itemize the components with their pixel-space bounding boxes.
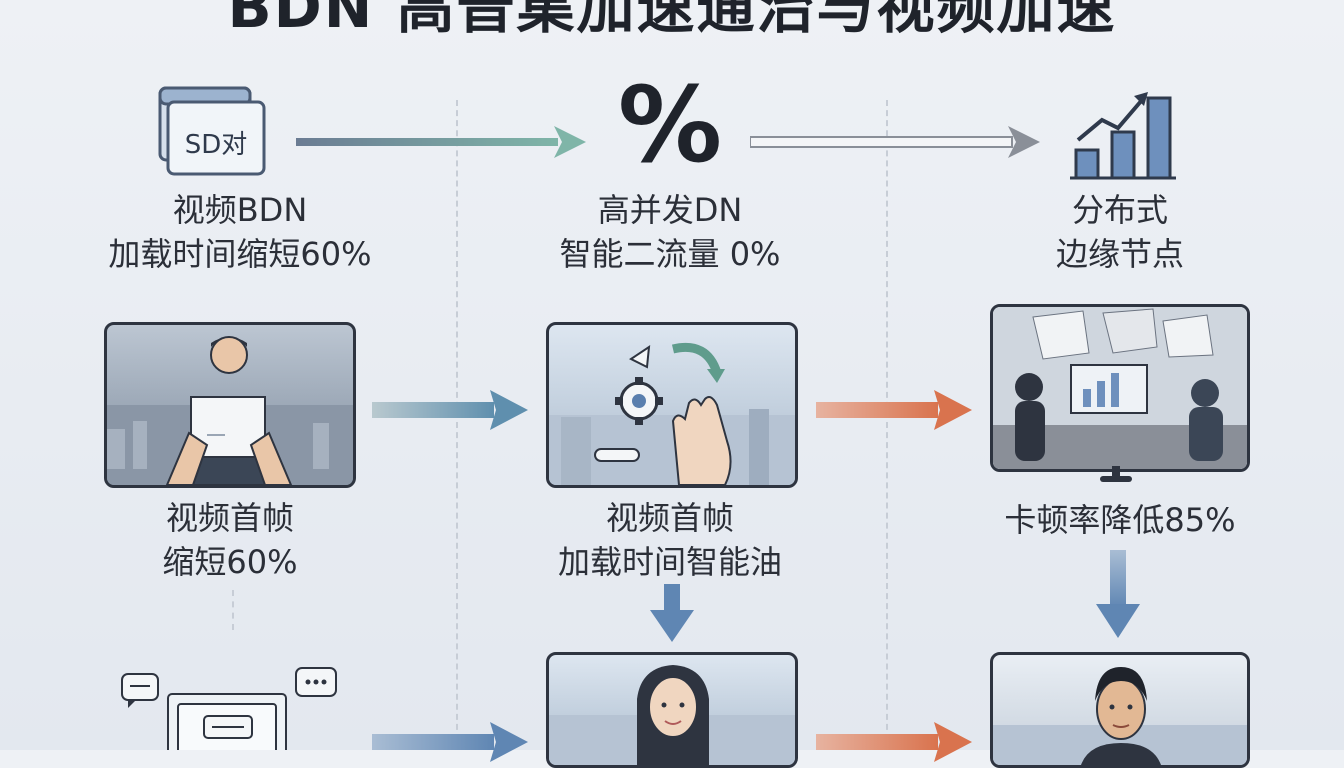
presenter-tablet-image — [104, 322, 356, 488]
node-2-line1: 高并发DN — [597, 191, 743, 229]
arrow-n6-n9 — [1096, 550, 1140, 638]
node-1-line1: 视频BDN — [172, 191, 308, 229]
arrow-n7-n8 — [372, 722, 530, 762]
document-sd-icon: SD对 — [158, 86, 268, 178]
man-portrait-image — [990, 652, 1250, 768]
arrow-n5-n8 — [650, 584, 694, 642]
column-divider-left — [456, 100, 458, 750]
arrow-n8-n9 — [816, 722, 974, 762]
node-3-line1: 分布式 — [1071, 191, 1168, 229]
node-3-label: 分布式 边缘节点 — [1000, 188, 1240, 276]
arrow-n5-n6 — [816, 390, 974, 430]
chat-devices-icon — [120, 664, 340, 750]
node-5-line1: 视频首帧 — [605, 499, 734, 537]
woman-portrait-image — [546, 652, 798, 768]
document-sd-label: SD对 — [184, 130, 248, 160]
page-title: BDN 高普集加速通治与视频加速 — [227, 0, 1117, 41]
node-2-line2: 智能二流量 0% — [559, 235, 781, 273]
office-monitor-image — [990, 304, 1250, 472]
node-4-label: 视频首帧 缩短60% — [90, 496, 370, 584]
node-2-label: 高并发DN 智能二流量 0% — [500, 188, 840, 276]
node-3-line2: 边缘节点 — [1055, 235, 1184, 273]
column-divider-right — [886, 100, 888, 750]
node-1-line2: 加载时间缩短60% — [108, 235, 372, 273]
column-divider-small — [232, 590, 234, 630]
node-4-line1: 视频首帧 — [165, 499, 294, 537]
node-4-line2: 缩短60% — [162, 543, 298, 581]
bar-chart-trend-icon — [1068, 84, 1178, 180]
gesture-gear-image — [546, 322, 798, 488]
percent-icon: % — [617, 64, 723, 186]
monitor-stand — [1096, 466, 1136, 486]
node-1-label: 视频BDN 加载时间缩短60% — [60, 188, 420, 276]
node-5-line2: 加载时间智能油 — [557, 543, 782, 581]
arrow-n4-n5 — [372, 390, 530, 430]
arrow-n1-n2 — [296, 124, 588, 160]
node-6-line1: 卡顿率降低85% — [1004, 501, 1236, 539]
node-5-label: 视频首帧 加载时间智能油 — [520, 496, 820, 584]
node-6-label: 卡顿率降低85% — [980, 498, 1260, 542]
arrow-n2-n3 — [750, 124, 1042, 160]
